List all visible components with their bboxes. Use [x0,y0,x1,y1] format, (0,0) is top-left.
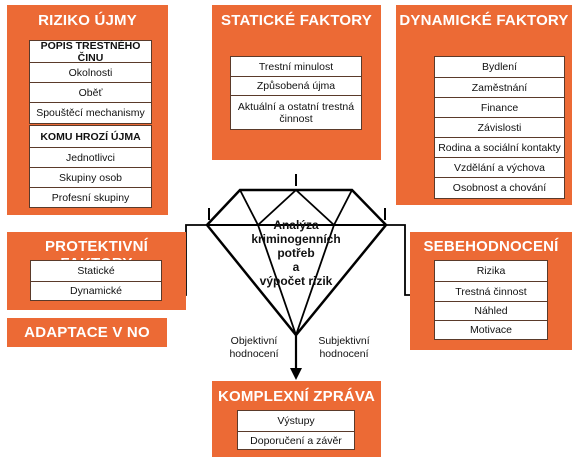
panel-protektivni-faktory: PROTEKTIVNÍ FAKTORY Statické Dynamické [7,232,186,310]
list-item: Profesní skupiny [30,187,151,207]
panel-adaptace: ADAPTACE V NO [7,318,167,347]
arrow-head [290,368,302,380]
list-item: Osobnost a chování [435,177,564,198]
list-item: Okolnosti [30,62,151,82]
right-bracket [386,224,410,296]
list-item: Jednotlivci [30,147,151,167]
list-item: Bydlení [481,61,518,73]
list-item: Rizika [476,265,506,277]
list-komu: KOMU HROZÍ ÚJMA Jednotlivci Skupiny osob… [29,125,152,208]
center-line: potřeb [277,246,315,260]
panel-dynamicke-faktory: DYNAMICKÉ FAKTORY Bydlení Zaměstnání Fin… [396,5,572,205]
list-staticke: Trestní minulost Způsobená újma Aktuální… [230,56,362,130]
list-item: Skupiny osob [30,167,151,187]
list-item: Aktuální a ostatní trestná činnost [231,95,361,129]
label-subjektivni: Subjektivní hodnocení [308,335,380,361]
list-item: Výstupy [277,415,315,427]
center-line: a [292,260,300,274]
list-zprava: Výstupy Doporučení a závěr [237,410,355,450]
panel-sebehodnoceni: SEBEHODNOCENÍ Rizika Trestná činnost Náh… [410,232,572,350]
panel-staticke-faktory: STATICKÉ FAKTORY Trestní minulost Způsob… [212,5,381,160]
diamond-label: Analýza kriminogenních potřeb a výpočet … [246,218,346,288]
list-protektivni: Statické Dynamické [30,260,162,301]
panel-title: KOMPLEXNÍ ZPRÁVA [217,388,376,405]
label-objektivni: Objektivní hodnocení [222,335,286,361]
panel-riziko-ujmy: RIZIKO ÚJMY POPIS TRESTNÉHO ČINU Okolnos… [7,5,168,215]
center-line: kriminogenních [251,232,341,246]
label-line: hodnocení [319,348,369,360]
panel-komplexni-zprava: KOMPLEXNÍ ZPRÁVA Výstupy Doporučení a zá… [212,381,381,457]
panel-title: RIZIKO ÚJMY [38,12,137,29]
list-item: Statické [77,265,115,277]
list-item: Trestná činnost [435,281,547,301]
center-line: výpočet rizik [259,274,333,288]
list-header: POPIS TRESTNÉHO ČINU [40,39,141,64]
list-item: Trestní minulost [258,60,334,73]
panel-title: ADAPTACE V NO [24,324,150,341]
list-item: Závislosti [435,117,564,137]
panel-title: STATICKÉ FAKTORY [221,12,372,29]
label-line: Subjektivní [318,335,370,347]
diamond-outline [205,188,388,337]
list-item: Motivace [435,320,547,339]
list-header: KOMU HROZÍ ÚJMA [40,130,141,143]
list-item: Spouštěcí mechanismy [30,102,151,123]
list-item: Oběť [30,82,151,102]
list-item: Náhled [435,301,547,320]
list-sebehodnoceni: Rizika Trestná činnost Náhled Motivace [434,260,548,340]
panel-title: DYNAMICKÉ FAKTORY [399,12,569,29]
list-item: Finance [435,97,564,117]
panel-title: SEBEHODNOCENÍ [423,238,559,255]
list-item: Zaměstnání [435,77,564,97]
list-item: Rodina a sociální kontakty [435,137,564,157]
list-dynamicke: Bydlení Zaměstnání Finance Závislosti Ro… [434,56,565,199]
list-item: Dynamické [31,281,161,300]
center-line: Analýza [273,218,319,232]
list-item: Doporučení a závěr [238,431,354,449]
label-line: hodnocení [229,348,279,360]
list-item: Způsobená újma [231,76,361,95]
list-popis: POPIS TRESTNÉHO ČINU Okolnosti Oběť Spou… [29,40,152,124]
label-line: Objektivní [230,335,278,347]
list-item: Vzdělání a výchova [435,157,564,177]
